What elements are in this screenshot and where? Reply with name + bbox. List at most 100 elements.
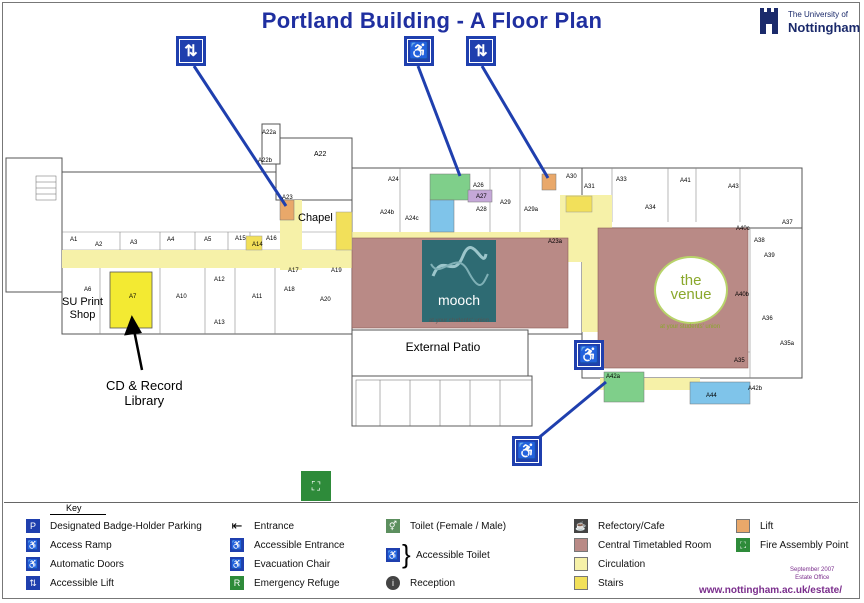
room-label: A33	[616, 177, 627, 183]
estate-url-link[interactable]: www.nottingham.ac.uk/estate/	[699, 585, 842, 596]
key-label: Emergency Refuge	[254, 577, 340, 589]
accessible-entrance-icon: ♿	[230, 538, 244, 552]
room-label: A5	[204, 237, 212, 243]
circulation-swatch	[574, 557, 588, 571]
accessible-lift-sign: ⇅	[176, 36, 206, 66]
key-label: Central Timetabled Room	[598, 539, 712, 551]
key-item: ⛶ Fire Assembly Point	[736, 538, 848, 552]
toilet-icon: ⚥	[386, 519, 400, 533]
room-label: A22b	[258, 158, 273, 164]
key-label: Accessible Entrance	[254, 539, 345, 551]
key-item: Stairs	[574, 576, 624, 590]
key-label: Refectory/Cafe	[598, 520, 665, 532]
key-item: Lift	[736, 519, 773, 533]
venue-wordmark: the venue	[670, 272, 712, 303]
room-label: A30	[566, 174, 577, 180]
refectory-icon: ☕	[574, 519, 588, 533]
entrance-arrow-icon: ⇤	[231, 518, 243, 533]
su-print-shop-label: SU Print Shop	[62, 296, 103, 321]
cd-record-library-label: CD & Record Library	[106, 378, 183, 408]
room-label: A44	[706, 393, 717, 399]
wheelchair-icon: ♿	[515, 439, 539, 463]
key-label: Accessible Lift	[50, 577, 114, 589]
reception-icon: i	[386, 576, 400, 590]
external-patio-label: External Patio	[405, 340, 481, 354]
page-title: Portland Building - A Floor Plan	[261, 8, 603, 33]
room-label: A35	[734, 358, 745, 364]
key-label: Automatic Doors	[50, 558, 124, 570]
ramp-icon: ♿	[26, 538, 40, 552]
room-label: A24	[388, 177, 399, 183]
fire-assembly-icon: ⛶	[736, 538, 750, 552]
accessible-toilet-brace: }	[402, 539, 411, 569]
key-label: Fire Assembly Point	[760, 539, 849, 551]
venue-logo: the venue	[654, 256, 728, 324]
university-crest-icon	[760, 8, 778, 34]
evacuation-chair-icon: ♿	[230, 557, 244, 571]
key-label: Designated Badge-Holder Parking	[50, 520, 202, 532]
wheelchair-icon: ♿	[407, 39, 431, 63]
credit-office: Estate Office	[795, 575, 830, 581]
university-logo: The University of Nottingham	[758, 8, 860, 42]
room-label: A15	[235, 236, 246, 242]
room-label: A24c	[405, 216, 419, 222]
room-label: A20	[320, 297, 331, 303]
room-label: A13	[214, 320, 225, 326]
key-item: ♿ Access Ramp	[26, 538, 112, 552]
mooch-wordmark: mooch	[437, 292, 481, 308]
room-label: A26	[473, 183, 484, 189]
room-label: A11	[252, 294, 263, 300]
room-label: A24b	[380, 210, 395, 216]
key-item: i Reception	[386, 576, 455, 590]
room-label: A37	[782, 220, 793, 226]
accessible-entrance-sign: ♿	[512, 436, 542, 466]
room-label: A36	[762, 316, 773, 322]
room-label: A17	[288, 268, 299, 274]
chapel-label: Chapel	[298, 212, 333, 224]
room-label: A35a	[780, 341, 795, 347]
fire-assembly-point-sign: ⛶	[301, 471, 331, 501]
room-label: A16	[266, 236, 277, 242]
room-label: A43	[728, 184, 739, 190]
key-title: Key	[66, 503, 82, 513]
room-label: A23	[282, 195, 293, 201]
pointer-lines	[192, 65, 607, 442]
central-timetabled-swatch	[574, 538, 588, 552]
key-label: Reception	[410, 577, 456, 589]
room-label: A22a	[262, 130, 277, 136]
room-label: A29a	[524, 207, 539, 213]
room-label: A12	[214, 277, 225, 283]
venue-tagline: at your students' union	[659, 324, 721, 330]
mooch-logo: mooch	[422, 240, 496, 322]
key-title-underline	[50, 514, 106, 515]
fire-assembly-icon: ⛶	[311, 478, 321, 493]
parking-icon: P	[26, 519, 40, 533]
key-label: Evacuation Chair	[254, 558, 331, 570]
automatic-doors-icon: ♿	[26, 557, 40, 571]
room-label: A7	[129, 294, 137, 300]
accessible-entrance-sign: ♿	[404, 36, 434, 66]
key-label: Access Ramp	[50, 539, 112, 551]
room-label: A4	[167, 237, 175, 243]
room-label: A27	[476, 194, 487, 200]
room-label: A23a	[548, 239, 563, 245]
library-arrow	[124, 315, 144, 371]
south-terrace	[355, 379, 533, 427]
mooch-pattern-icon	[430, 246, 489, 286]
room-label: A2	[95, 242, 103, 248]
west-stairs	[35, 175, 57, 201]
stairs-areas	[245, 195, 593, 251]
logo-line-1: The University of	[788, 10, 849, 19]
room-label: A28	[476, 207, 487, 213]
key-label: Stairs	[598, 577, 624, 589]
accessible-lift-icon: ⇅	[26, 576, 40, 590]
key-item: ☕ Refectory/Cafe	[574, 519, 665, 533]
key-label: Circulation	[598, 558, 646, 570]
lift-areas	[279, 173, 557, 221]
credit-note: September 2007 Estate Office	[790, 566, 834, 582]
room-label: A1	[70, 237, 78, 243]
key-label: Lift	[760, 520, 774, 532]
